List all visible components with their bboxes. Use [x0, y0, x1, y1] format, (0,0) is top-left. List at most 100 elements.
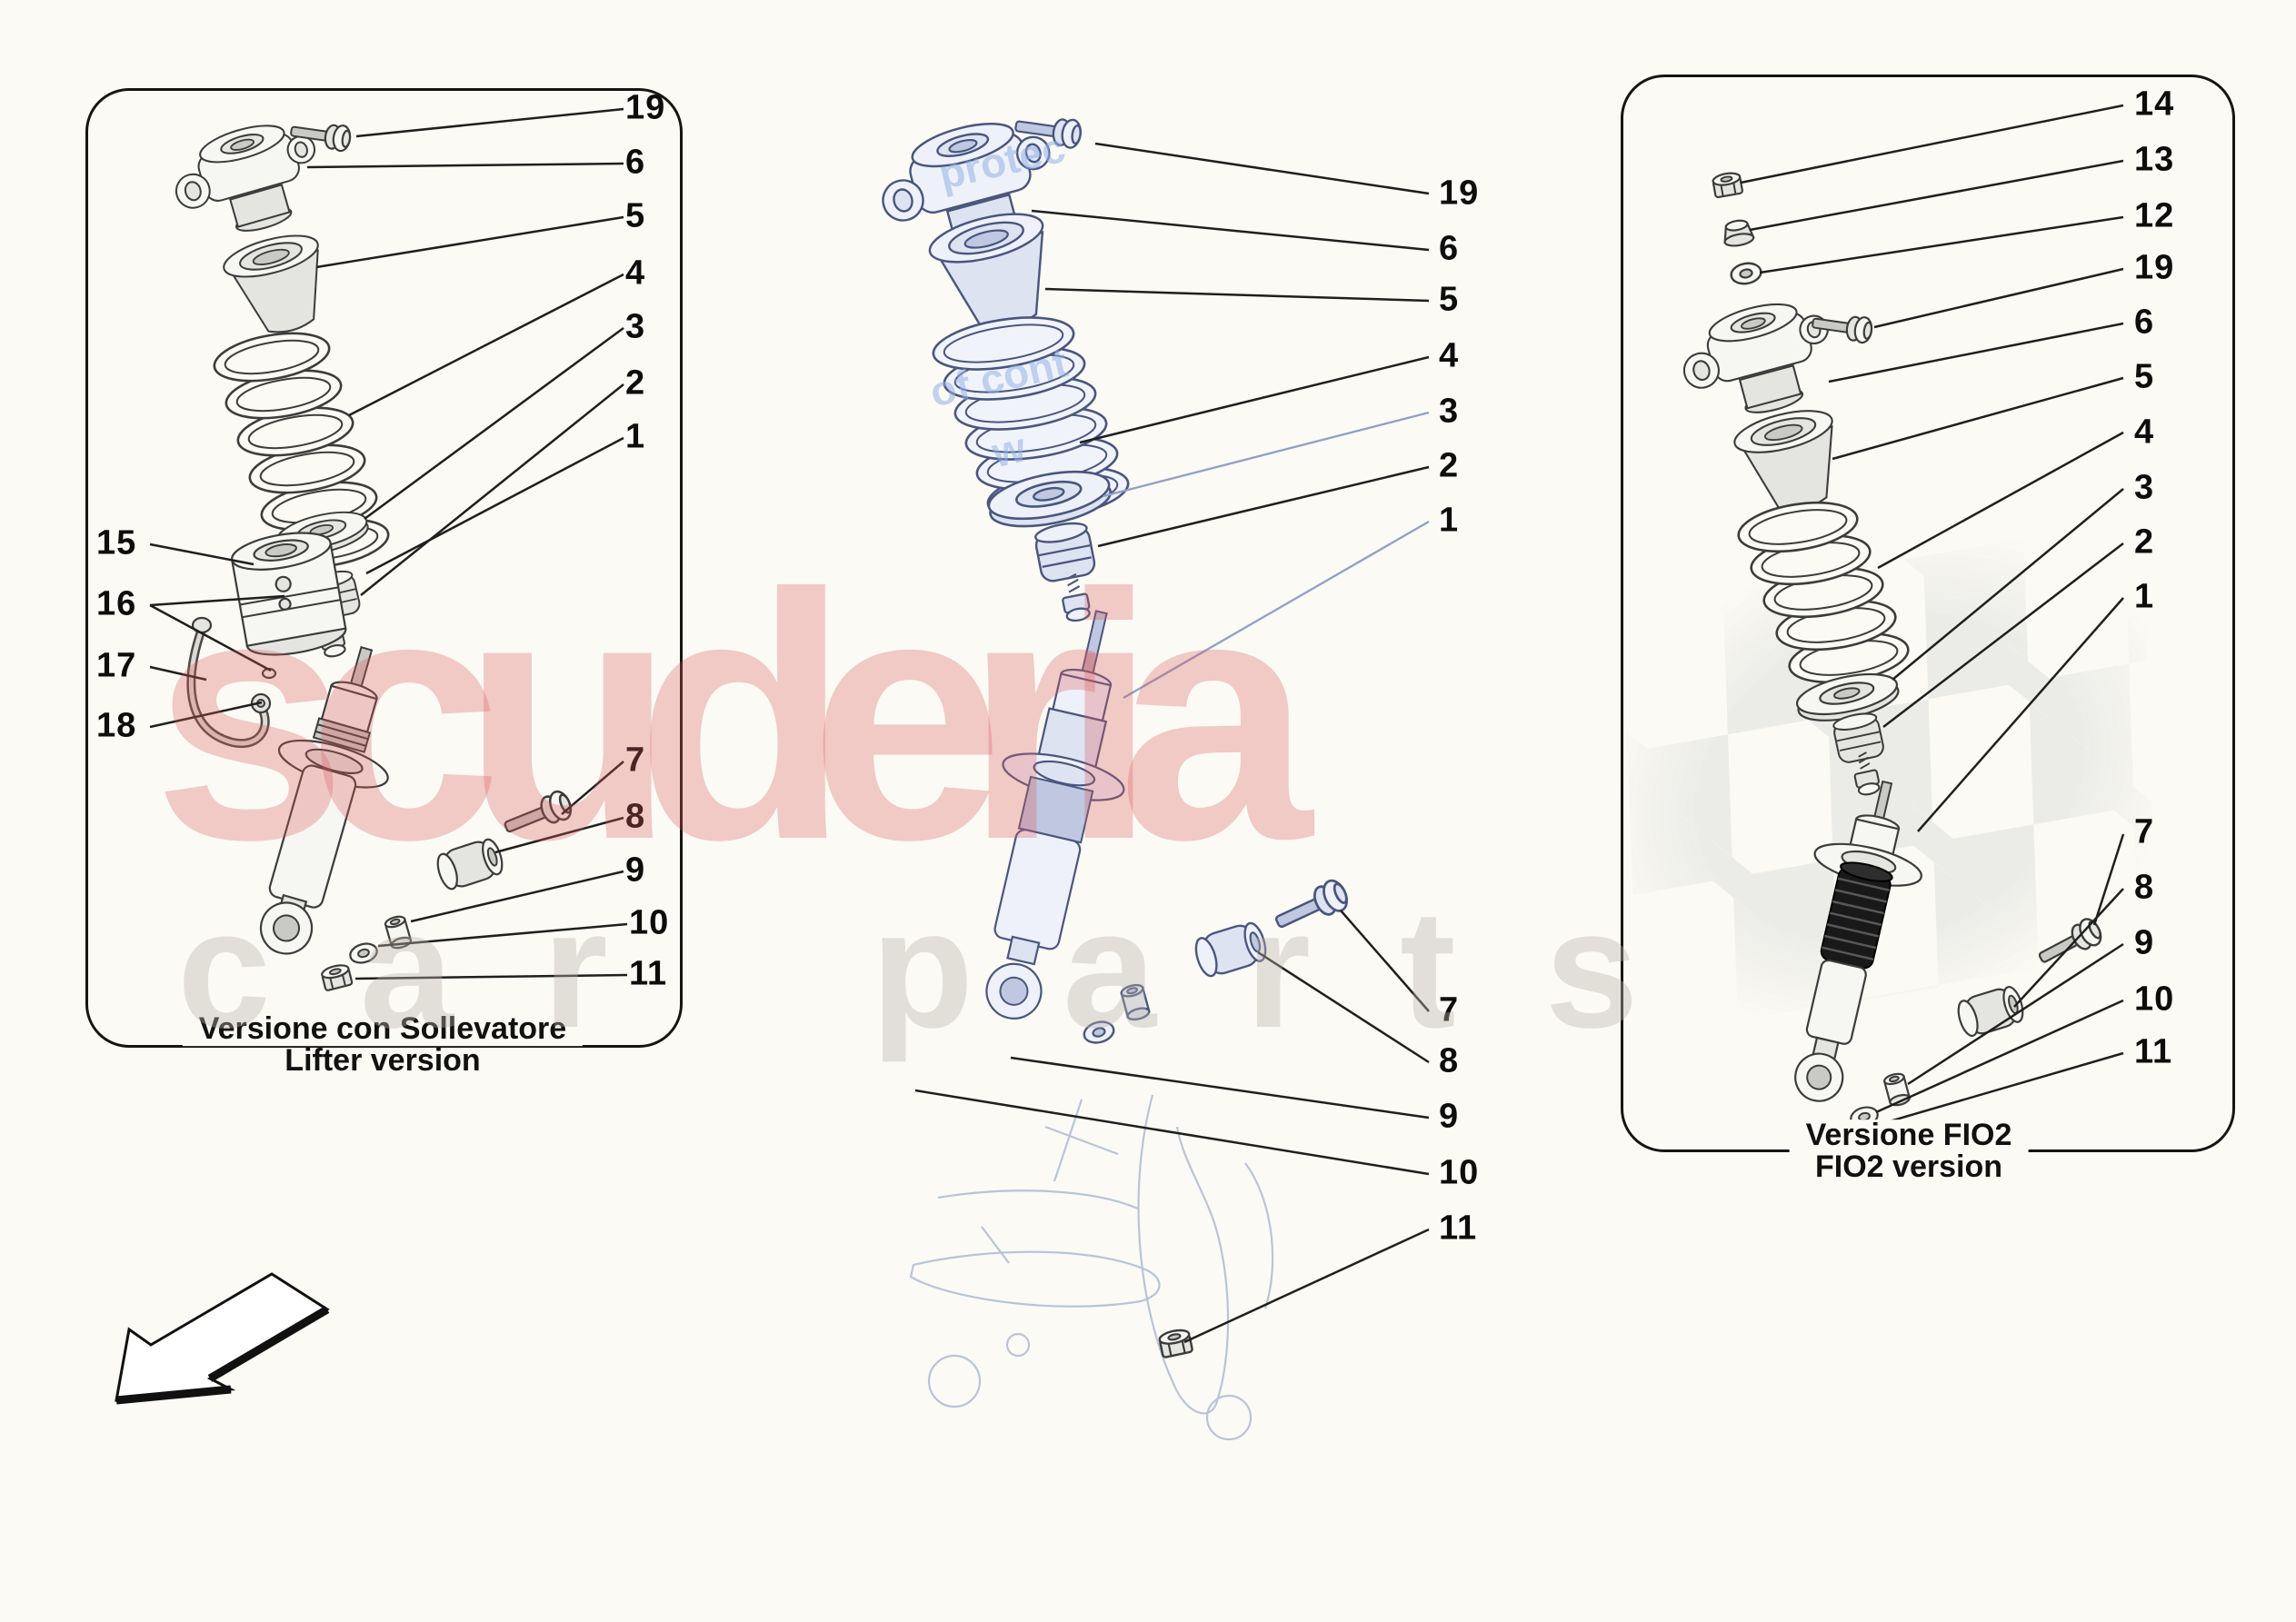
callout-left-6: 2: [625, 363, 646, 403]
center-spacer: [1120, 982, 1151, 1022]
center-ghost-subframe: [909, 1094, 1274, 1441]
callout-center-8: 7: [1439, 990, 1460, 1030]
right-cap: [1723, 219, 1755, 247]
leader-line: [1759, 215, 2124, 274]
leader-line: [410, 870, 624, 923]
left-coil-spring: [213, 332, 390, 569]
leader-line: [364, 326, 624, 521]
leader-line: [365, 436, 624, 575]
callout-right-12: 8: [2134, 868, 2155, 907]
callout-right-8: 3: [2134, 468, 2155, 507]
left-nut: [320, 962, 353, 991]
right-top-mount: [1672, 290, 1845, 431]
left-diagram-lifter-version: [164, 111, 575, 991]
callout-right-9: 2: [2134, 522, 2155, 562]
leader-line: [1740, 104, 2124, 184]
leader-line: [1892, 488, 2124, 681]
left-shock-absorber: [259, 645, 389, 955]
leader-line: [2092, 833, 2125, 926]
right-coil-spring: [1737, 501, 1910, 684]
leader-line: [1044, 287, 1430, 303]
callout-right-15: 11: [2134, 1032, 2173, 1071]
leader-line: [1832, 376, 2124, 461]
callout-center-11: 10: [1439, 1153, 1480, 1192]
leader-line: [354, 973, 628, 980]
left-caption-line2: Lifter version: [285, 1043, 481, 1079]
right-lock-nut: [1712, 171, 1743, 198]
leader-line: [315, 215, 624, 269]
left-lifter-canister: [230, 532, 347, 656]
leader-lines: [149, 104, 2125, 1344]
callout-right-11: 7: [2134, 812, 2155, 851]
leader-line: [149, 542, 255, 566]
left-lifter-hose: [186, 616, 277, 749]
callout-center-9: 8: [1439, 1041, 1460, 1080]
callout-left-13: 15: [96, 523, 137, 562]
left-washer: [347, 940, 380, 966]
callout-right-2: 13: [2134, 140, 2175, 179]
callout-right-13: 9: [2134, 923, 2155, 962]
right-washer-top: [1729, 261, 1763, 286]
leader-line: [1749, 159, 2124, 232]
leader-line: [1340, 910, 1430, 1012]
callout-left-5: 3: [625, 307, 646, 346]
leader-line: [561, 761, 624, 815]
callout-center-10: 9: [1439, 1097, 1460, 1136]
callout-right-5: 6: [2134, 303, 2155, 342]
callout-right-6: 5: [2134, 357, 2155, 396]
leader-line: [1103, 411, 1430, 498]
callout-center-2: 6: [1439, 229, 1460, 268]
leader-line: [360, 383, 624, 596]
callout-center-6: 2: [1439, 446, 1460, 485]
leader-line: [1873, 267, 2124, 329]
leader-line: [1010, 1056, 1430, 1119]
callout-center-12: 11: [1439, 1209, 1478, 1248]
leader-line: [149, 603, 272, 672]
leader-line: [1917, 597, 2124, 832]
callout-left-16: 18: [96, 706, 137, 745]
center-nut: [1158, 1328, 1193, 1358]
callout-left-10: 9: [625, 851, 646, 890]
leader-line: [348, 273, 624, 417]
center-bump-stop: [1033, 519, 1097, 583]
callout-left-12: 11: [629, 954, 668, 993]
leader-line: [1875, 999, 2124, 1114]
center-diagram: [869, 107, 1352, 1441]
callout-left-3: 5: [625, 196, 646, 235]
leader-line: [1882, 542, 2124, 728]
callout-left-15: 17: [96, 646, 137, 685]
callout-right-7: 4: [2134, 413, 2155, 452]
leader-line: [149, 701, 263, 729]
callout-left-1: 19: [625, 88, 666, 127]
callout-right-14: 10: [2134, 980, 2175, 1019]
leader-line: [1183, 1228, 1430, 1344]
leader-line: [1094, 142, 1430, 195]
callout-left-11: 10: [629, 903, 670, 942]
left-caption-line1: Versione con Sollevatore: [182, 1012, 584, 1046]
leader-line: [914, 1089, 1430, 1176]
leader-line: [1828, 322, 2124, 383]
callout-center-1: 19: [1439, 174, 1480, 213]
center-bushing: [1192, 920, 1270, 980]
callout-left-9: 8: [625, 797, 646, 836]
right-shock-absorber: [1794, 780, 1922, 1102]
callout-center-5: 3: [1439, 392, 1460, 431]
right-caption-line2: FIO2 version: [1815, 1149, 2002, 1185]
callout-right-1: 14: [2134, 85, 2175, 124]
center-shock-absorber: [985, 610, 1125, 1020]
leader-line: [306, 162, 624, 169]
callout-center-3: 5: [1439, 280, 1460, 319]
right-diagram-fio2-version: [1672, 171, 2105, 1151]
leader-line: [1031, 209, 1430, 252]
callout-center-7: 1: [1439, 501, 1460, 540]
callout-left-7: 1: [625, 417, 646, 456]
right-caption-line1: Versione FIO2: [1789, 1119, 2029, 1152]
callout-left-8: 7: [625, 741, 646, 780]
callout-center-4: 4: [1439, 336, 1460, 375]
leader-line: [149, 665, 207, 682]
callout-left-14: 16: [96, 584, 137, 623]
left-bushing: [434, 836, 506, 892]
callout-right-3: 12: [2134, 196, 2175, 235]
callout-left-4: 4: [625, 254, 646, 293]
